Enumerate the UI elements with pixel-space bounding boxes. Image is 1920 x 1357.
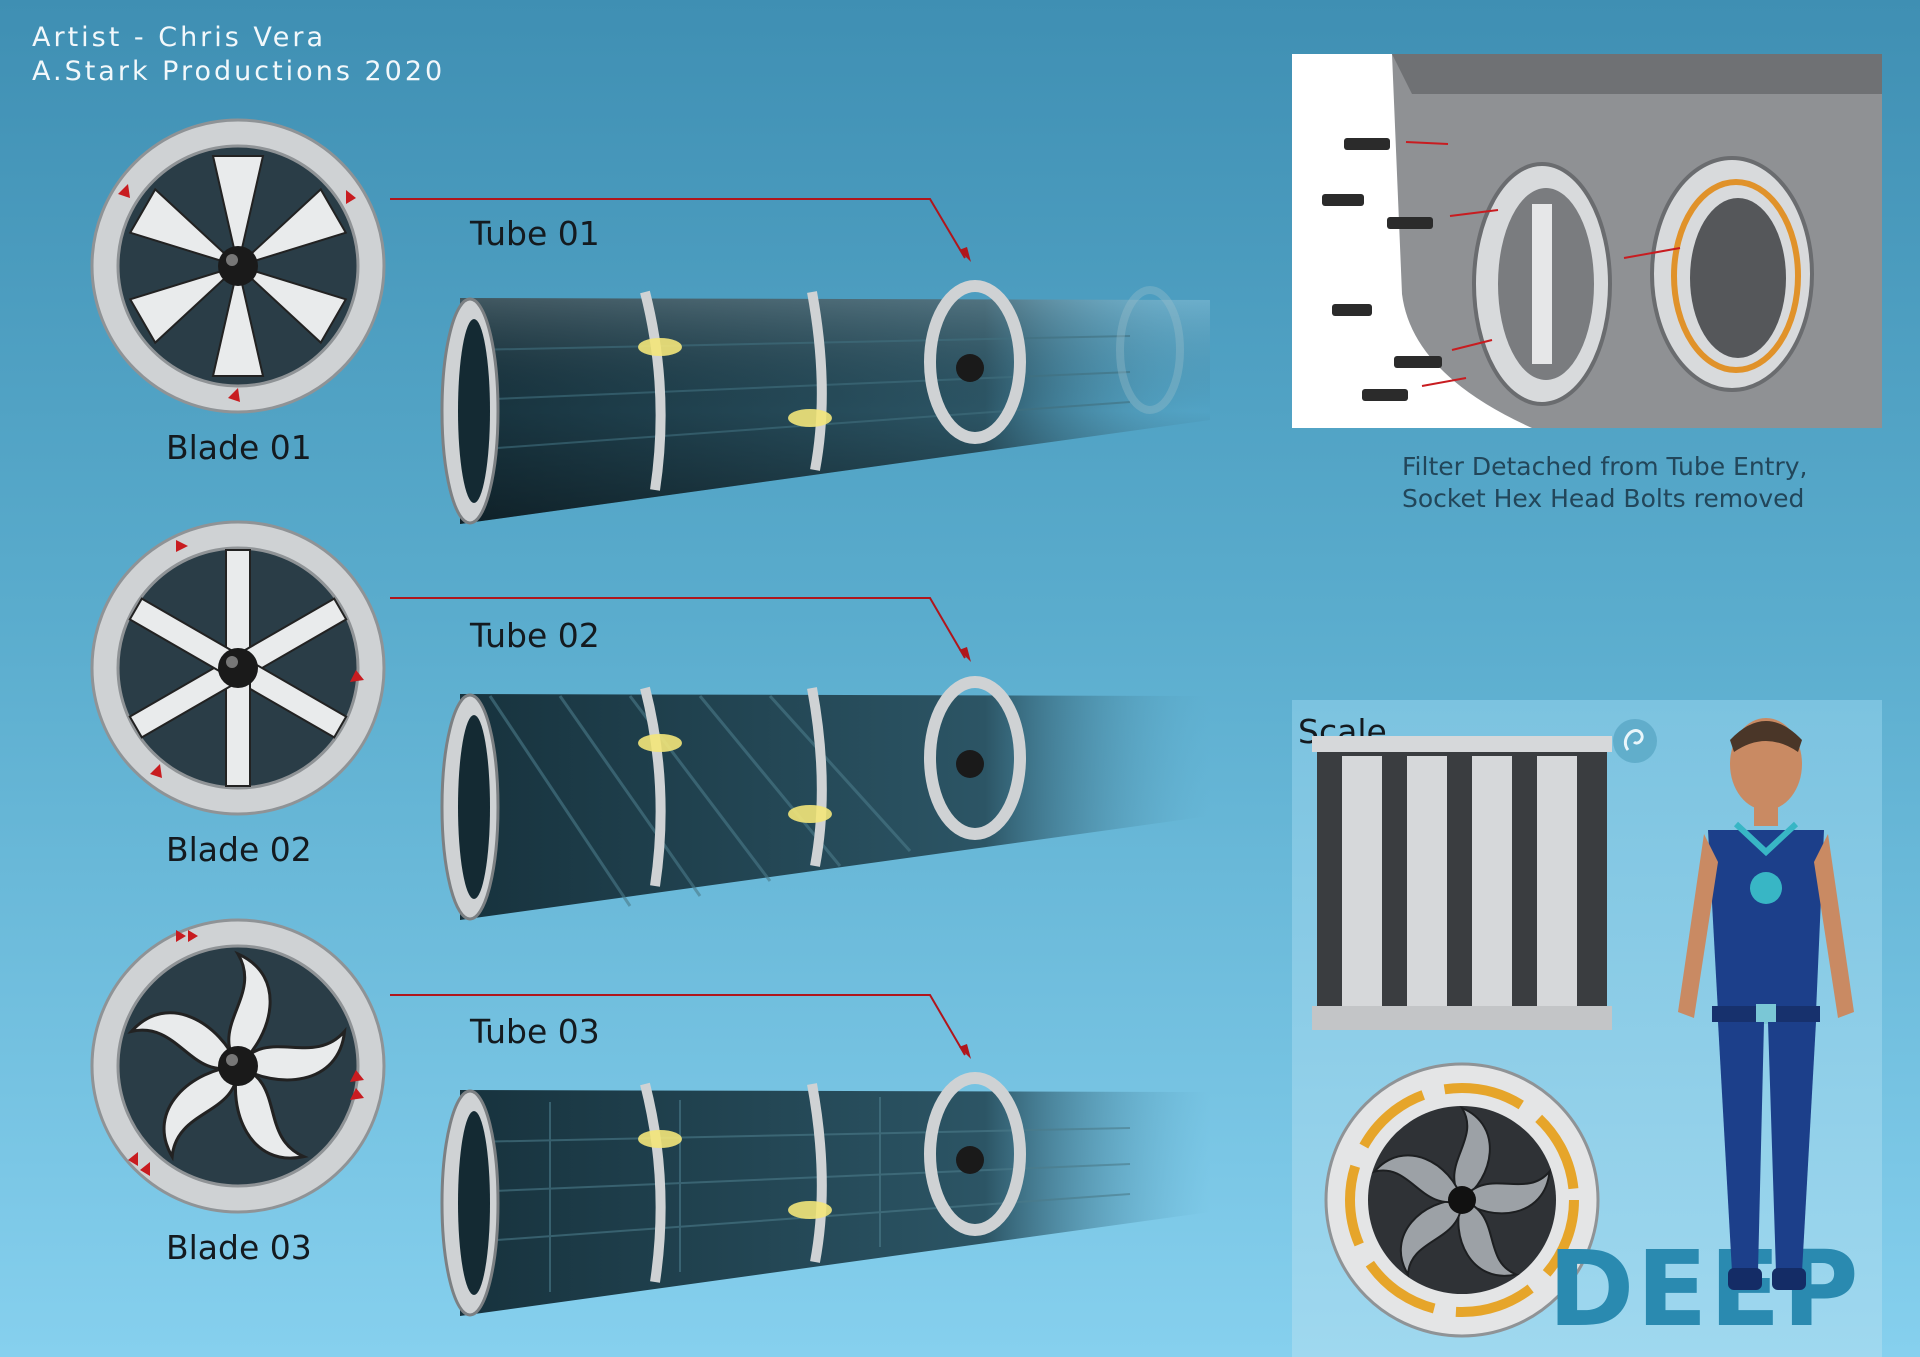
tube-02-illustration — [440, 676, 1210, 921]
tube-03-label: Tube 03 — [470, 1012, 600, 1051]
filter-caption-line1: Filter Detached from Tube Entry, — [1402, 452, 1808, 481]
blade-01-illustration — [90, 118, 386, 414]
arrow-icon — [188, 930, 198, 942]
tube-02-label: Tube 02 — [470, 616, 600, 655]
arrow-icon — [140, 1162, 150, 1176]
character-figure — [1678, 718, 1854, 1290]
studio-credit: A.Stark Productions 2020 — [32, 56, 446, 87]
tube-01-label: Tube 01 — [470, 214, 600, 253]
octopus-logo-icon — [1613, 719, 1657, 763]
arrow-icon — [176, 930, 186, 942]
bolt-icon — [1322, 138, 1442, 401]
arrow-icon — [176, 540, 188, 552]
arrow-icon — [118, 184, 130, 198]
arrow-icon — [350, 1088, 364, 1100]
blade-03-illustration — [90, 918, 386, 1214]
arrow-icon — [128, 1152, 138, 1166]
blade-02-label: Blade 02 — [166, 830, 312, 869]
filter-detail-panel — [1292, 54, 1882, 428]
filter-caption-line2: Socket Hex Head Bolts removed — [1402, 484, 1805, 513]
arrow-icon — [346, 190, 356, 204]
arrow-icon — [350, 1070, 364, 1082]
filter-front-view — [1324, 1062, 1600, 1338]
arrow-icon — [228, 388, 240, 402]
tube-03-illustration — [440, 1072, 1210, 1317]
filter-side-view — [1312, 736, 1612, 1030]
arrow-icon — [150, 764, 162, 778]
blade-02-illustration — [90, 520, 386, 816]
tube-01-illustration — [440, 280, 1210, 525]
blade-01-label: Blade 01 — [166, 428, 312, 467]
blade-03-label: Blade 03 — [166, 1228, 312, 1267]
arrow-icon — [350, 670, 364, 682]
artist-credit: Artist - Chris Vera — [32, 22, 327, 53]
deep-logo-text: DEEP — [1548, 1228, 1861, 1350]
